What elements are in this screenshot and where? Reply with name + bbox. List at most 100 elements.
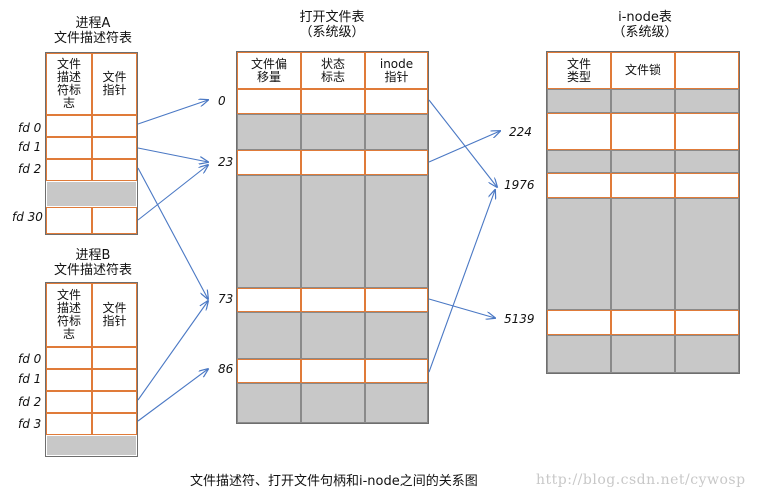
inode-label: 5139 [504, 312, 535, 326]
table-row [675, 173, 739, 198]
inode-table-title: i-node表 （系统级） [575, 10, 715, 40]
open-file-table: 文件偏 移量 状态 标志 inode 指针 [236, 51, 429, 424]
fd-label: fd 0 [18, 352, 42, 366]
arrow-fd2-to-73 [137, 167, 208, 299]
table-row [46, 115, 92, 137]
gray-row [675, 89, 739, 113]
open-file-header-inode: inode 指针 [365, 52, 428, 89]
table-row [365, 288, 428, 312]
gray-row [675, 150, 739, 173]
fd-label: fd 2 [18, 395, 42, 409]
table-row [92, 391, 137, 413]
process-b-title: 进程B 文件描述符表 [38, 248, 148, 278]
table-row [237, 288, 301, 312]
table-row [237, 89, 301, 114]
gray-row [547, 89, 611, 113]
gray-row [237, 312, 301, 359]
table-row [92, 347, 137, 369]
inode-header-type: 文件 类型 [547, 52, 611, 89]
table-row [46, 137, 92, 159]
gray-row [675, 335, 739, 373]
arrow-23-to-224 [428, 131, 500, 163]
table-row [46, 159, 92, 181]
gray-row [237, 175, 301, 288]
arrow-fd1-to-23 [137, 147, 208, 162]
gray-row [301, 383, 365, 423]
process-b-title-line2: 文件描述符表 [53, 263, 132, 278]
table-row [92, 137, 137, 159]
gray-row [611, 89, 675, 113]
table-row [92, 369, 137, 391]
arrow-fd0-to-0 [137, 100, 208, 125]
gray-row [547, 150, 611, 173]
fd-label: fd 0 [18, 121, 42, 135]
inode-header-extra [675, 52, 739, 89]
gray-row [237, 114, 301, 150]
gray-row [611, 150, 675, 173]
table-row [301, 89, 365, 114]
table-row [611, 310, 675, 335]
table-row [46, 391, 92, 413]
table-row [237, 359, 301, 383]
gray-row [237, 383, 301, 423]
diagram-caption: 文件描述符、打开文件句柄和i-node之间的关系图 [190, 474, 478, 489]
gray-row [365, 114, 428, 150]
process-a-header-flags: 文件 描述 符标 志 [46, 53, 92, 115]
inode-table-title-line1: i-node表 [618, 10, 672, 25]
table-row [611, 173, 675, 198]
arrow-73-to-5139 [428, 298, 495, 318]
open-file-row-label: 0 [218, 94, 226, 108]
table-row [547, 310, 611, 335]
table-row [46, 347, 92, 369]
gray-row [365, 175, 428, 288]
process-a-fd-table: 文件 描述 符标 志 文件 指针 [45, 52, 138, 235]
inode-label: 1976 [504, 178, 535, 192]
gray-row [547, 198, 611, 310]
gray-row [675, 198, 739, 310]
open-file-row-label: 73 [218, 292, 234, 306]
open-file-table-title-line2: （系统级） [299, 25, 365, 40]
gray-row [46, 181, 137, 207]
table-row [675, 310, 739, 335]
table-row [547, 173, 611, 198]
process-a-header-pointer: 文件 指针 [92, 53, 137, 115]
process-b-header-flags: 文件 描述 符标 志 [46, 283, 92, 347]
fd-label: fd 30 [12, 210, 43, 224]
process-a-title-line1: 进程A [75, 16, 111, 31]
inode-table-title-line2: （系统级） [612, 25, 678, 40]
table-row [46, 413, 92, 435]
open-file-header-offset: 文件偏 移量 [237, 52, 301, 89]
table-row [92, 115, 137, 137]
table-row [611, 113, 675, 150]
table-row [92, 413, 137, 435]
table-row [547, 113, 611, 150]
table-row [675, 113, 739, 150]
gray-row [611, 198, 675, 310]
gray-row [365, 383, 428, 423]
table-row [92, 207, 137, 234]
gray-row [301, 175, 365, 288]
gray-row [365, 312, 428, 359]
process-a-title: 进程A 文件描述符表 [38, 16, 148, 46]
table-row [92, 159, 137, 181]
table-row [46, 207, 92, 234]
process-b-header-pointer: 文件 指针 [92, 283, 137, 347]
table-row [301, 359, 365, 383]
table-row [365, 359, 428, 383]
open-file-header-status: 状态 标志 [301, 52, 365, 89]
watermark: http://blog.csdn.net/cywosp [536, 472, 746, 488]
table-row [301, 288, 365, 312]
gray-row [301, 312, 365, 359]
table-row [237, 150, 301, 175]
gray-row [301, 114, 365, 150]
process-a-title-line2: 文件描述符表 [53, 31, 132, 46]
inode-label: 224 [509, 125, 532, 139]
open-file-row-label: 86 [218, 362, 234, 376]
gray-row [547, 335, 611, 373]
open-file-table-title-line1: 打开文件表 [299, 10, 365, 25]
fd-label: fd 1 [18, 140, 42, 154]
open-file-row-label: 23 [218, 155, 234, 169]
arrow-0-to-1976 [428, 99, 497, 187]
arrow-b-fd3-to-86 [137, 369, 208, 422]
